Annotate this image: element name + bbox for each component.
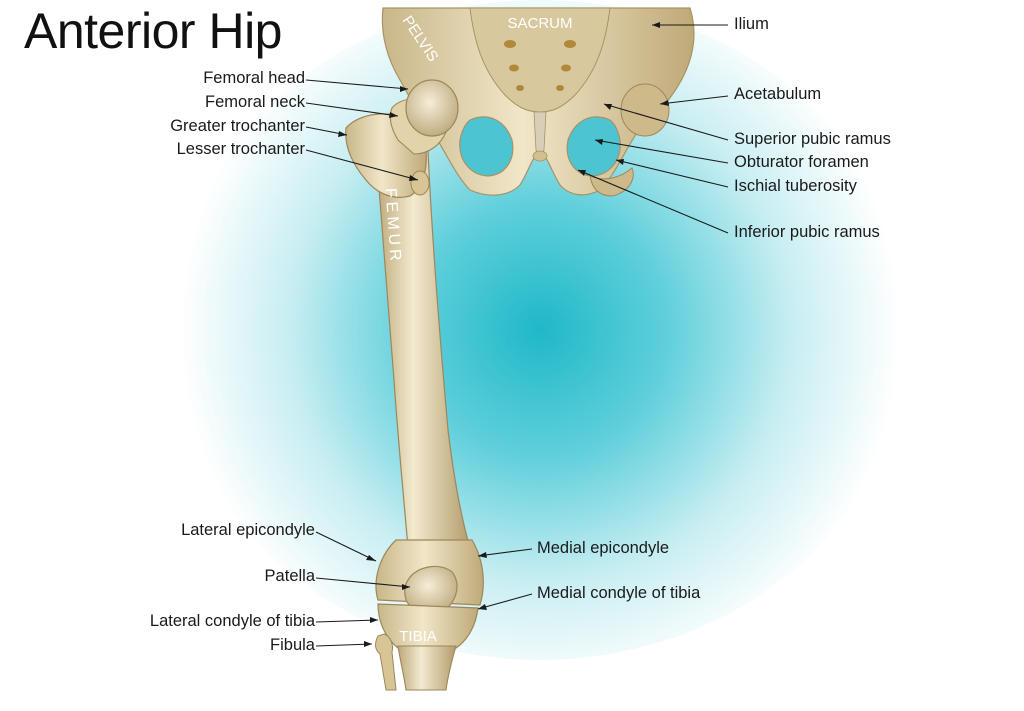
- label-patella: Patella: [264, 567, 315, 585]
- leader-lateral-epicondyle: [315, 531, 377, 562]
- leader-acetabulum: [659, 95, 729, 105]
- sacral-foramina: [504, 40, 576, 91]
- leader-superior-pubic-ramus: [603, 103, 729, 141]
- label-lateral-condyle-of-tibia: Lateral condyle of tibia: [149, 612, 315, 630]
- label-fibula: Fibula: [270, 636, 315, 654]
- leader-lateral-condyle-of-tibia: [315, 619, 379, 623]
- label-medial-epicondyle: Medial epicondyle: [537, 539, 670, 557]
- leader-medial-epicondyle: [477, 548, 533, 557]
- leader-inferior-pubic-ramus: [577, 169, 729, 234]
- obturator-foramen-left: [459, 116, 514, 177]
- tibia-shaft: [397, 645, 457, 691]
- tibia: [375, 603, 479, 691]
- femur-text: FEMUR: [382, 187, 404, 265]
- label-inferior-pubic-ramus: Inferior pubic ramus: [734, 223, 880, 241]
- label-lateral-epicondyle: Lateral epicondyle: [181, 521, 315, 539]
- lesser-trochanter-shape: [410, 170, 430, 196]
- pelvis: [381, 7, 695, 197]
- coccyx-shape: [533, 111, 547, 157]
- leader-patella: [315, 577, 411, 588]
- acetabulum-right: [620, 83, 670, 137]
- femoral-head-shape: [405, 79, 459, 137]
- label-ilium: Ilium: [734, 15, 769, 33]
- leader-fibula: [315, 643, 373, 647]
- label-femoral-head: Femoral head: [203, 69, 305, 87]
- label-femoral-neck: Femoral neck: [205, 93, 305, 111]
- tibia-text: TIBIA: [399, 628, 437, 645]
- label-medial-condyle-of-tibia: Medial condyle of tibia: [537, 584, 701, 602]
- leader-femoral-head: [305, 79, 409, 90]
- label-acetabulum: Acetabulum: [734, 85, 822, 103]
- label-greater-trochanter: Greater trochanter: [170, 117, 305, 135]
- label-ischial-tuberosity: Ischial tuberosity: [734, 177, 857, 195]
- leader-lesser-trochanter: [305, 149, 419, 181]
- label-obturator-foramen: Obturator foramen: [734, 153, 869, 171]
- sacrum-text: SACRUM: [507, 15, 572, 32]
- page-title: Anterior Hip: [24, 3, 283, 59]
- fibula-shape: [375, 633, 397, 691]
- leader-medial-condyle-of-tibia: [477, 593, 533, 610]
- leader-lines: [305, 24, 729, 647]
- label-superior-pubic-ramus: Superior pubic ramus: [734, 130, 891, 148]
- leader-ischial-tuberosity: [615, 159, 729, 188]
- leader-obturator-foramen: [594, 139, 729, 164]
- leader-femoral-neck: [305, 102, 399, 117]
- label-lesser-trochanter: Lesser trochanter: [176, 140, 305, 158]
- leader-arrowheads: [338, 22, 669, 647]
